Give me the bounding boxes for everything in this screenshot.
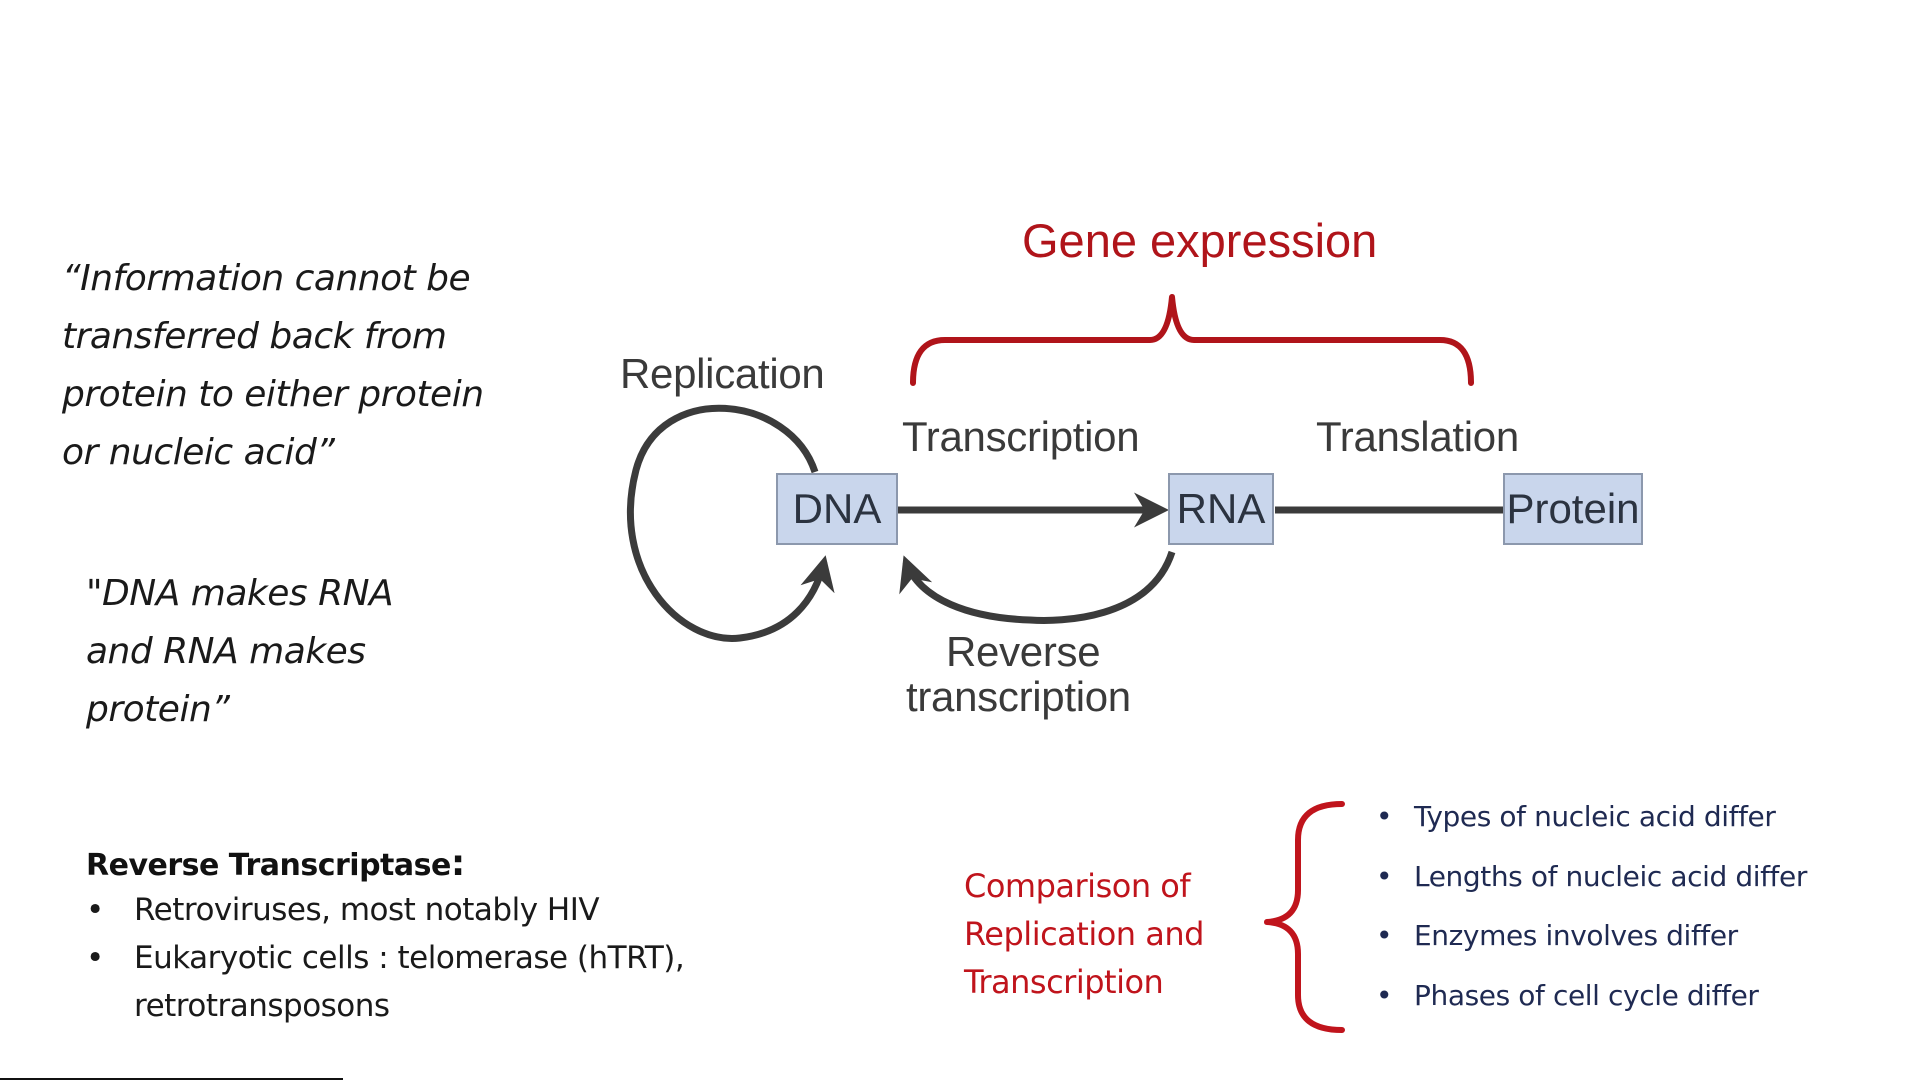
transcription-label: Transcription (902, 413, 1140, 460)
list-item: • Lengths of nucleic acid differ (1376, 860, 1807, 893)
list-item-text: Lengths of nucleic acid differ (1414, 860, 1807, 893)
comparison-title: Comparison of Replication and Transcript… (964, 862, 1204, 1006)
list-item-text: Retroviruses, most notably HIV (134, 892, 600, 928)
dogma-quote-line: protein” (86, 689, 230, 730)
reverse-transcriptase-list: • Retroviruses, most notably HIV • Eukar… (86, 886, 685, 1030)
bullet: • (1376, 919, 1393, 952)
crick-quote: “Information cannot be transferred back … (62, 250, 484, 482)
replication-label: Replication (620, 350, 825, 397)
bullet: • (1376, 860, 1393, 893)
list-item: • Eukaryotic cells : telomerase (hTRT), … (86, 934, 685, 1030)
comparison-title-line: Replication and (964, 915, 1204, 953)
crick-quote-line: or nucleic acid” (62, 432, 335, 473)
comparison-title-line: Comparison of (964, 867, 1191, 905)
dna-node-label: DNA (792, 485, 882, 532)
dogma-quote-line: and RNA makes (86, 631, 366, 672)
list-item: • Enzymes involves differ (1376, 919, 1738, 952)
list-item-text: Phases of cell cycle differ (1414, 979, 1759, 1012)
list-item: • Retroviruses, most notably HIV (86, 886, 684, 934)
translation-label: Translation (1316, 413, 1519, 460)
heading-text: Reverse Transcriptase (86, 848, 451, 883)
crick-quote-line: “Information cannot be (62, 258, 471, 299)
central-dogma-quote: "DNA makes RNA and RNA makes protein” (86, 565, 394, 739)
list-item-text: Enzymes involves differ (1414, 919, 1738, 952)
comparison-brace (1264, 801, 1345, 1033)
reverse-transcriptase-heading: Reverse Transcriptase: (86, 843, 684, 884)
gene-expression-label: Gene expression (1022, 214, 1378, 267)
protein-node: Protein (1503, 473, 1643, 545)
gene-expression-brace (910, 294, 1474, 386)
reverse-transcription-arrow (899, 550, 1176, 624)
heading-colon: : (450, 843, 465, 884)
reverse-transcription-label-line1: Reverse (946, 628, 1101, 675)
crick-quote-line: protein to either protein (62, 374, 484, 415)
protein-node-label: Protein (1506, 485, 1640, 532)
reverse-transcriptase-section: Reverse Transcriptase: • Retroviruses, m… (86, 843, 685, 1030)
list-item-text-continued: retrotransposons (134, 988, 390, 1024)
crick-quote-line: transferred back from (62, 316, 447, 357)
bullet: • (86, 940, 104, 976)
rna-node-label: RNA (1176, 485, 1266, 532)
rna-node: RNA (1168, 473, 1274, 545)
bullet: • (1376, 800, 1393, 833)
list-item-text: Types of nucleic acid differ (1414, 800, 1776, 833)
list-item: • Phases of cell cycle differ (1376, 979, 1759, 1012)
bullet: • (1376, 979, 1393, 1012)
list-item: • Types of nucleic acid differ (1376, 800, 1776, 833)
bullet: • (86, 892, 104, 928)
list-item-text: Eukaryotic cells : telomerase (hTRT), (134, 940, 685, 976)
comparison-title-line: Transcription (964, 963, 1164, 1001)
dogma-quote-line: "DNA makes RNA (86, 573, 394, 614)
dna-node: DNA (776, 473, 898, 545)
replication-arrow (627, 404, 835, 642)
reverse-transcription-label-line2: transcription (906, 673, 1131, 720)
